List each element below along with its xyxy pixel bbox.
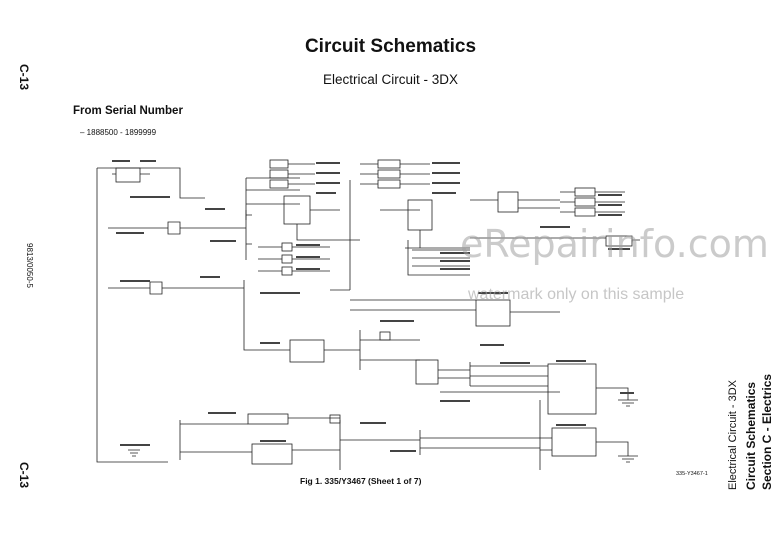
- figure-ref: 335-Y3467-1: [676, 471, 708, 477]
- page-subtitle: Electrical Circuit - 3DX: [322, 72, 459, 87]
- watermark-site: eRepairinfo.com: [460, 222, 769, 266]
- page-title: Circuit Schematics: [304, 36, 477, 57]
- figure-caption: Fig 1. 335/Y3467 (Sheet 1 of 7): [300, 476, 422, 486]
- watermark-notice: watermark only on this sample: [468, 286, 685, 303]
- serial-range: – 1888500 - 1899999: [80, 128, 157, 137]
- serial-heading: From Serial Number: [73, 105, 183, 117]
